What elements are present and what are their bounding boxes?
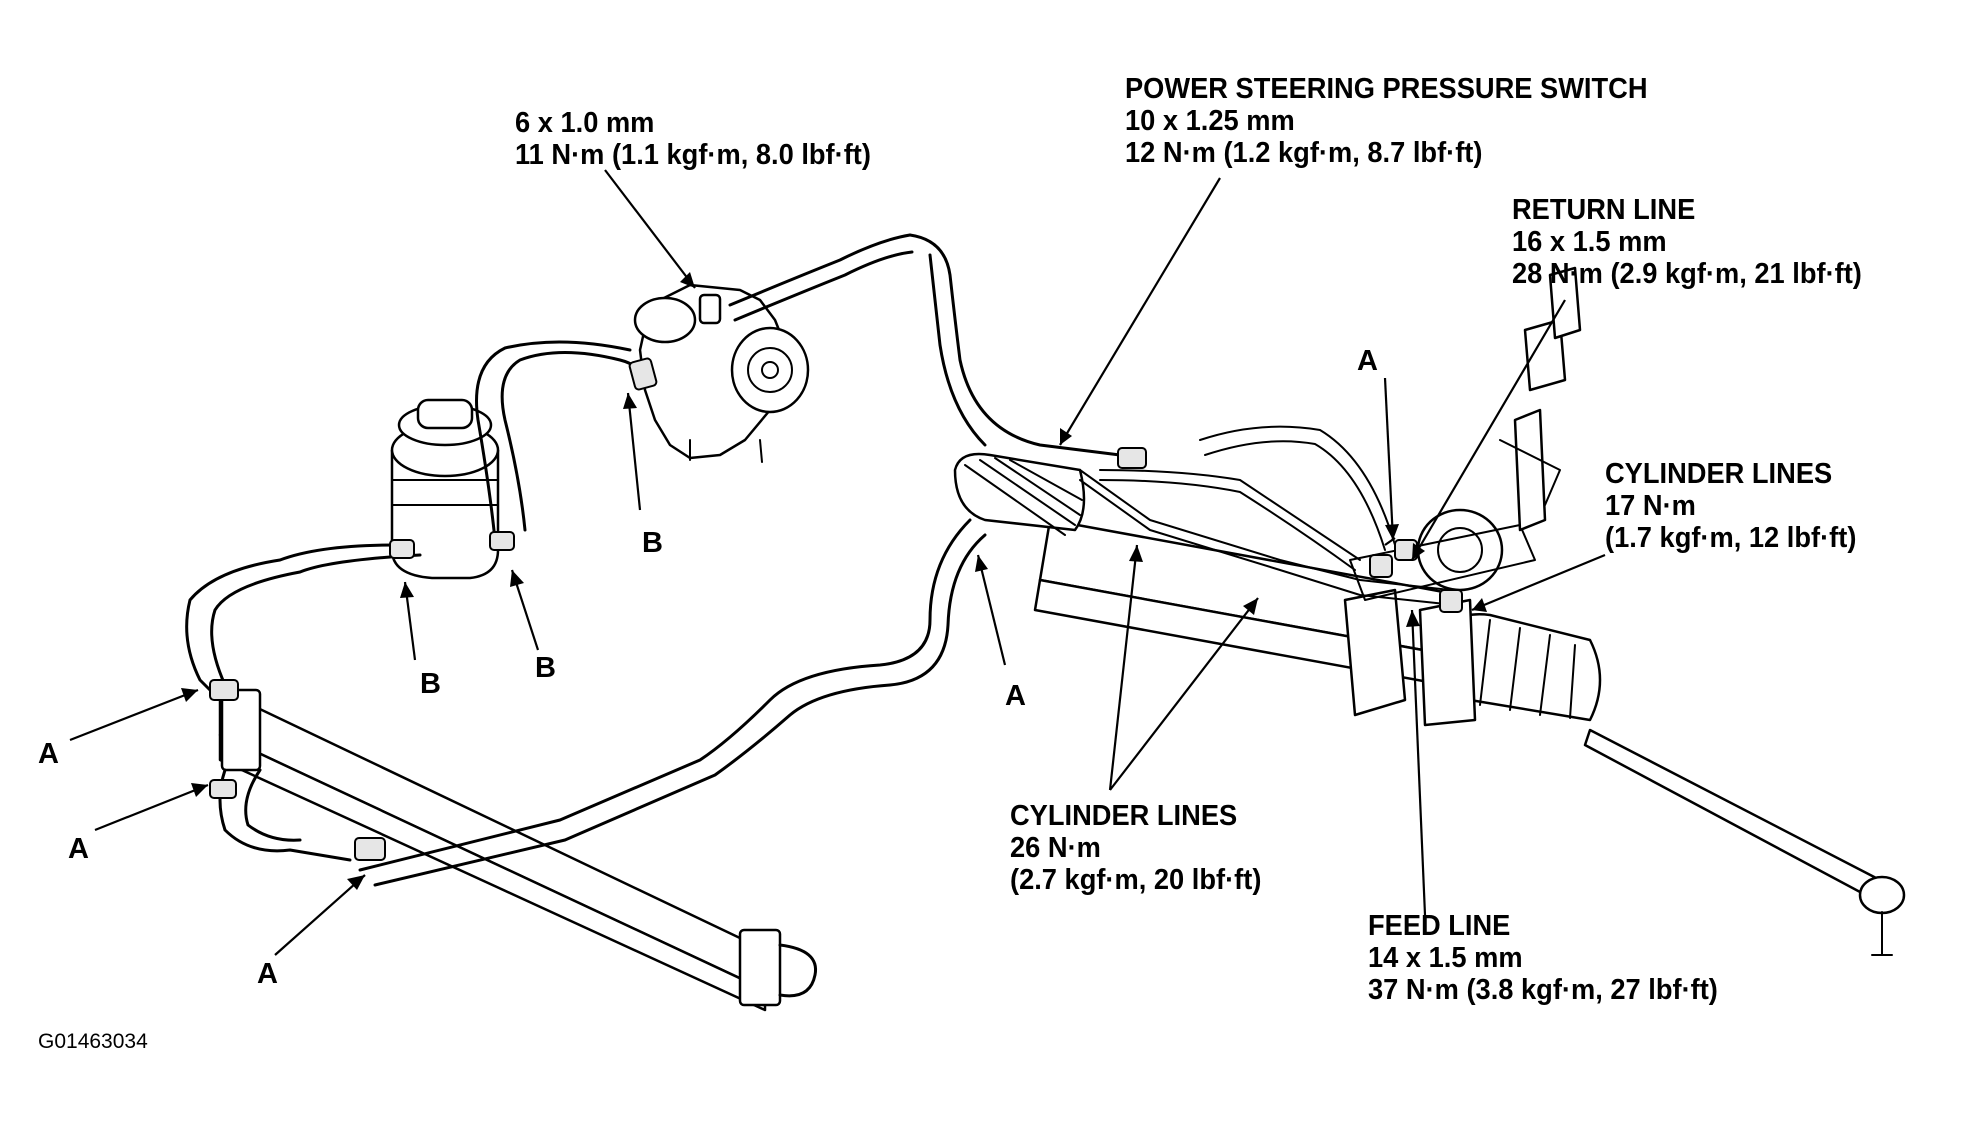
hoses	[185, 233, 1456, 887]
cylinder-lines-17-torque-alt: (1.7 kgf·m, 12 lbf·ft)	[1605, 522, 1857, 554]
label-b-reservoir-left: B	[420, 668, 441, 700]
reservoir	[390, 398, 500, 580]
feed-line-title: FEED LINE	[1368, 910, 1511, 942]
cylinder-lines-26-torque: 26 N·m	[1010, 832, 1101, 864]
label-a-cooler-middle: A	[68, 833, 89, 865]
feed-line-size: 14 x 1.5 mm	[1368, 942, 1523, 974]
return-line-torque: 28 N·m (2.9 kgf·m, 21 lbf·ft)	[1512, 258, 1862, 290]
label-a-return-hose: A	[1005, 680, 1026, 712]
callout-cylinder-lines-17: CYLINDER LINES 17 N·m (1.7 kgf·m, 12 lbf…	[1605, 458, 1856, 554]
return-line-size: 16 x 1.5 mm	[1512, 226, 1667, 258]
figure-id: G01463034	[38, 1030, 148, 1053]
cylinder-lines-17-title: CYLINDER LINES	[1605, 458, 1833, 490]
pressure-switch-torque: 12 N·m (1.2 kgf·m, 8.7 lbf·ft)	[1125, 137, 1483, 169]
feed-line-torque: 37 N·m (3.8 kgf·m, 27 lbf·ft)	[1368, 974, 1718, 1006]
power-steering-pump	[633, 283, 810, 463]
label-a-cooler-lower: A	[257, 958, 278, 990]
oil-cooler	[218, 688, 818, 1012]
callout-return-line: RETURN LINE 16 x 1.5 mm 28 N·m (2.9 kgf·…	[1512, 194, 1862, 290]
cylinder-lines-17-torque: 17 N·m	[1605, 490, 1696, 522]
pressure-switch-size: 10 x 1.25 mm	[1125, 105, 1295, 137]
steering-rack	[953, 266, 1906, 956]
callout-pump-bolt: 6 x 1.0 mm 11 N·m (1.1 kgf·m, 8.0 lbf·ft…	[515, 107, 871, 171]
label-a-cooler-upper: A	[38, 738, 59, 770]
pump-bolt-size: 6 x 1.0 mm	[515, 107, 655, 139]
label-a-pressure-switch: A	[1357, 345, 1378, 377]
pump-bolt-torque: 11 N·m (1.1 kgf·m, 8.0 lbf·ft)	[515, 139, 871, 171]
cylinder-lines-26-title: CYLINDER LINES	[1010, 800, 1238, 832]
callout-feed-line: FEED LINE 14 x 1.5 mm 37 N·m (3.8 kgf·m,…	[1368, 910, 1718, 1006]
return-line-title: RETURN LINE	[1512, 194, 1696, 226]
pressure-switch-title: POWER STEERING PRESSURE SWITCH	[1125, 73, 1648, 105]
cylinder-lines-26-torque-alt: (2.7 kgf·m, 20 lbf·ft)	[1010, 864, 1262, 896]
label-b-reservoir-right: B	[535, 652, 556, 684]
leader-lines	[69, 169, 1606, 956]
callout-pressure-switch: POWER STEERING PRESSURE SWITCH 10 x 1.25…	[1125, 73, 1648, 169]
hose-clamps	[209, 357, 1463, 861]
label-b-pump: B	[642, 527, 663, 559]
callout-cylinder-lines-26: CYLINDER LINES 26 N·m (2.7 kgf·m, 20 lbf…	[1010, 800, 1261, 896]
